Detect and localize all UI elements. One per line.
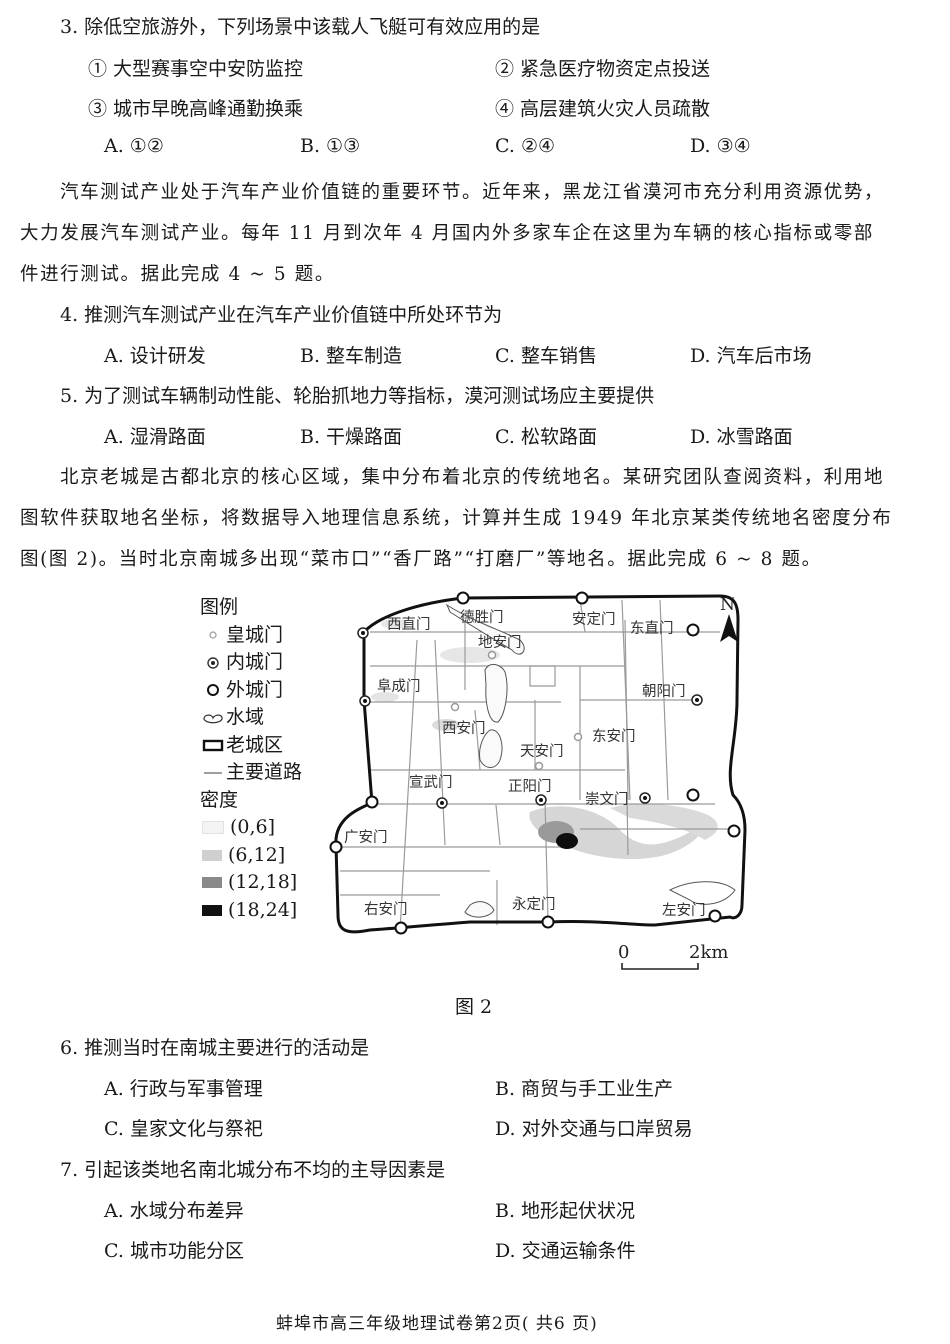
- label-chaoyangmen: 朝阳门: [642, 683, 686, 700]
- label-dongzhimen: 东直门: [630, 620, 674, 637]
- q4-option-b: B. 整车制造: [300, 345, 403, 367]
- scale-end: 2km: [689, 942, 728, 963]
- density-title: 密度: [200, 788, 239, 811]
- label-tiananmen: 天安门: [520, 743, 564, 760]
- q4-stem: 4. 推测汽车测试产业在汽车产业价值链中所处环节为: [60, 304, 503, 326]
- q7-option-d: D. 交通运输条件: [495, 1240, 636, 1262]
- passage2-line-2: 图软件获取地名坐标，将数据导入地理信息系统，计算并生成 1949 年北京某类传统…: [20, 508, 893, 529]
- q3-item-2: ② 紧急医疗物资定点投送: [495, 58, 711, 80]
- q4-option-a: A. 设计研发: [104, 345, 206, 367]
- outer-gate-icon: [200, 683, 226, 697]
- label-youanmen: 右安门: [364, 901, 408, 918]
- q3-item-1: ① 大型赛事空中安防监控: [88, 58, 304, 80]
- imperial-gate-icon: [200, 629, 226, 641]
- q5-option-c: C. 松软路面: [495, 426, 597, 448]
- q5-option-b: B. 干燥路面: [300, 426, 403, 448]
- map-legend: 图例 皇城门 内城门 外城门 水域 老城区 主要道路 密度 (0,6] (6,1…: [200, 594, 302, 924]
- label-dianmen: 地安门: [478, 634, 522, 651]
- q3-option-b: B. ①③: [300, 135, 361, 157]
- density-swatch-2: [202, 849, 222, 861]
- label-zuoanmen: 左安门: [662, 902, 706, 919]
- legend-label-old-city: 老城区: [226, 733, 284, 756]
- label-xuanwumen: 宣武门: [409, 774, 453, 791]
- outer-gates: [329, 591, 741, 935]
- passage2-line-3: 图(图 2)。当时北京南城多出现“菜市口”“香厂路”“打磨厂”等地名。据此完成 …: [20, 549, 822, 570]
- legend-label-inner-gate: 内城门: [226, 651, 284, 673]
- q7-option-c: C. 城市功能分区: [104, 1240, 244, 1262]
- q5-stem: 5. 为了测试车辆制动性能、轮胎抓地力等指标，漠河测试场应主要提供: [60, 385, 655, 407]
- q3-item-4: ④ 高层建筑火灾人员疏散: [495, 98, 711, 120]
- label-guanganmen: 广安门: [344, 829, 388, 846]
- q4-option-d: D. 汽车后市场: [690, 345, 812, 367]
- q7-option-a: A. 水域分布差异: [104, 1200, 244, 1222]
- q7-stem: 7. 引起该类地名南北城分布不均的主导因素是: [60, 1159, 446, 1181]
- legend-title: 图例: [200, 596, 239, 618]
- passage1-line-3: 件进行测试。据此完成 4 ~ 5 题。: [20, 264, 335, 285]
- q6-option-b: B. 商贸与手工业生产: [495, 1078, 674, 1100]
- legend-label-water: 水域: [226, 706, 265, 728]
- label-xizhimen: 西直门: [387, 616, 431, 633]
- legend-label-imperial-gate: 皇城门: [226, 623, 284, 646]
- main-roads: [338, 599, 730, 931]
- inner-gate-icon: [200, 656, 226, 670]
- label-zhengyangmen: 正阳门: [508, 778, 552, 795]
- q6-option-c: C. 皇家文化与祭祀: [104, 1118, 263, 1140]
- old-city-boundary: [334, 594, 747, 934]
- water-bodies: [445, 603, 736, 918]
- density-label-4: (18,24]: [228, 898, 298, 921]
- old-city-icon: [200, 738, 226, 752]
- label-dong-anmen: 东安门: [592, 728, 636, 745]
- north-label: N: [720, 595, 735, 615]
- passage1-line-1: 汽车测试产业处于汽车产业价值链的重要环节。近年来，黑龙江省漠河市充分利用资源优势…: [60, 182, 885, 203]
- q3-option-a: A. ①②: [104, 135, 164, 157]
- imperial-gates: [450, 650, 583, 771]
- density-swatch-4: [202, 904, 222, 916]
- legend-label-road: 主要道路: [226, 761, 303, 783]
- density-patches: [371, 619, 718, 860]
- scale-bar: 0 2km: [618, 942, 728, 970]
- water-icon: [200, 711, 226, 725]
- q6-stem: 6. 推测当时在南城主要进行的活动是: [60, 1037, 370, 1059]
- q4-option-c: C. 整车销售: [495, 345, 597, 367]
- density-label-1: (0,6]: [230, 816, 276, 838]
- scale-zero: 0: [618, 942, 629, 963]
- q3-item-3: ③ 城市早晚高峰通勤换乘: [88, 98, 304, 120]
- q3-option-c: C. ②④: [495, 135, 556, 157]
- label-chongwenmen: 崇文门: [585, 791, 629, 808]
- label-xi-anmen: 西安门: [442, 720, 486, 737]
- label-deshengmen: 德胜门: [460, 609, 504, 626]
- north-arrow-icon: N: [720, 595, 738, 642]
- figure-caption: 图 2: [455, 996, 493, 1018]
- q3-option-d: D. ③④: [690, 135, 751, 157]
- label-yongdingmen: 永定门: [512, 896, 556, 913]
- q6-option-d: D. 对外交通与口岸贸易: [495, 1118, 693, 1140]
- legend-label-outer-gate: 外城门: [226, 678, 284, 701]
- q7-option-b: B. 地形起伏状况: [495, 1200, 636, 1222]
- density-label-3: (12,18]: [228, 871, 298, 893]
- passage2-line-1: 北京老城是古都北京的核心区域，集中分布着北京的传统地名。某研究团队查阅资料，利用…: [60, 467, 885, 488]
- q5-option-d: D. 冰雪路面: [690, 426, 793, 448]
- q6-option-a: A. 行政与军事管理: [104, 1078, 263, 1100]
- page-footer: 蚌埠市高三年级地理试卷第2页( 共6 页): [276, 1314, 598, 1334]
- label-andingmen: 安定门: [572, 611, 616, 628]
- label-fuchengmen: 阜成门: [377, 678, 421, 695]
- road-icon: [200, 766, 226, 780]
- density-label-2: (6,12]: [228, 843, 286, 866]
- density-swatch-1: [202, 821, 224, 835]
- passage1-line-2: 大力发展汽车测试产业。每年 11 月到次年 4 月国内外多家车企在这里为车辆的核…: [20, 223, 874, 244]
- q3-stem: 3. 除低空旅游外，下列场景中该载人飞艇可有效应用的是: [60, 16, 541, 38]
- q5-option-a: A. 湿滑路面: [104, 426, 206, 448]
- inner-gates: [357, 627, 703, 809]
- density-swatch-3: [202, 877, 222, 889]
